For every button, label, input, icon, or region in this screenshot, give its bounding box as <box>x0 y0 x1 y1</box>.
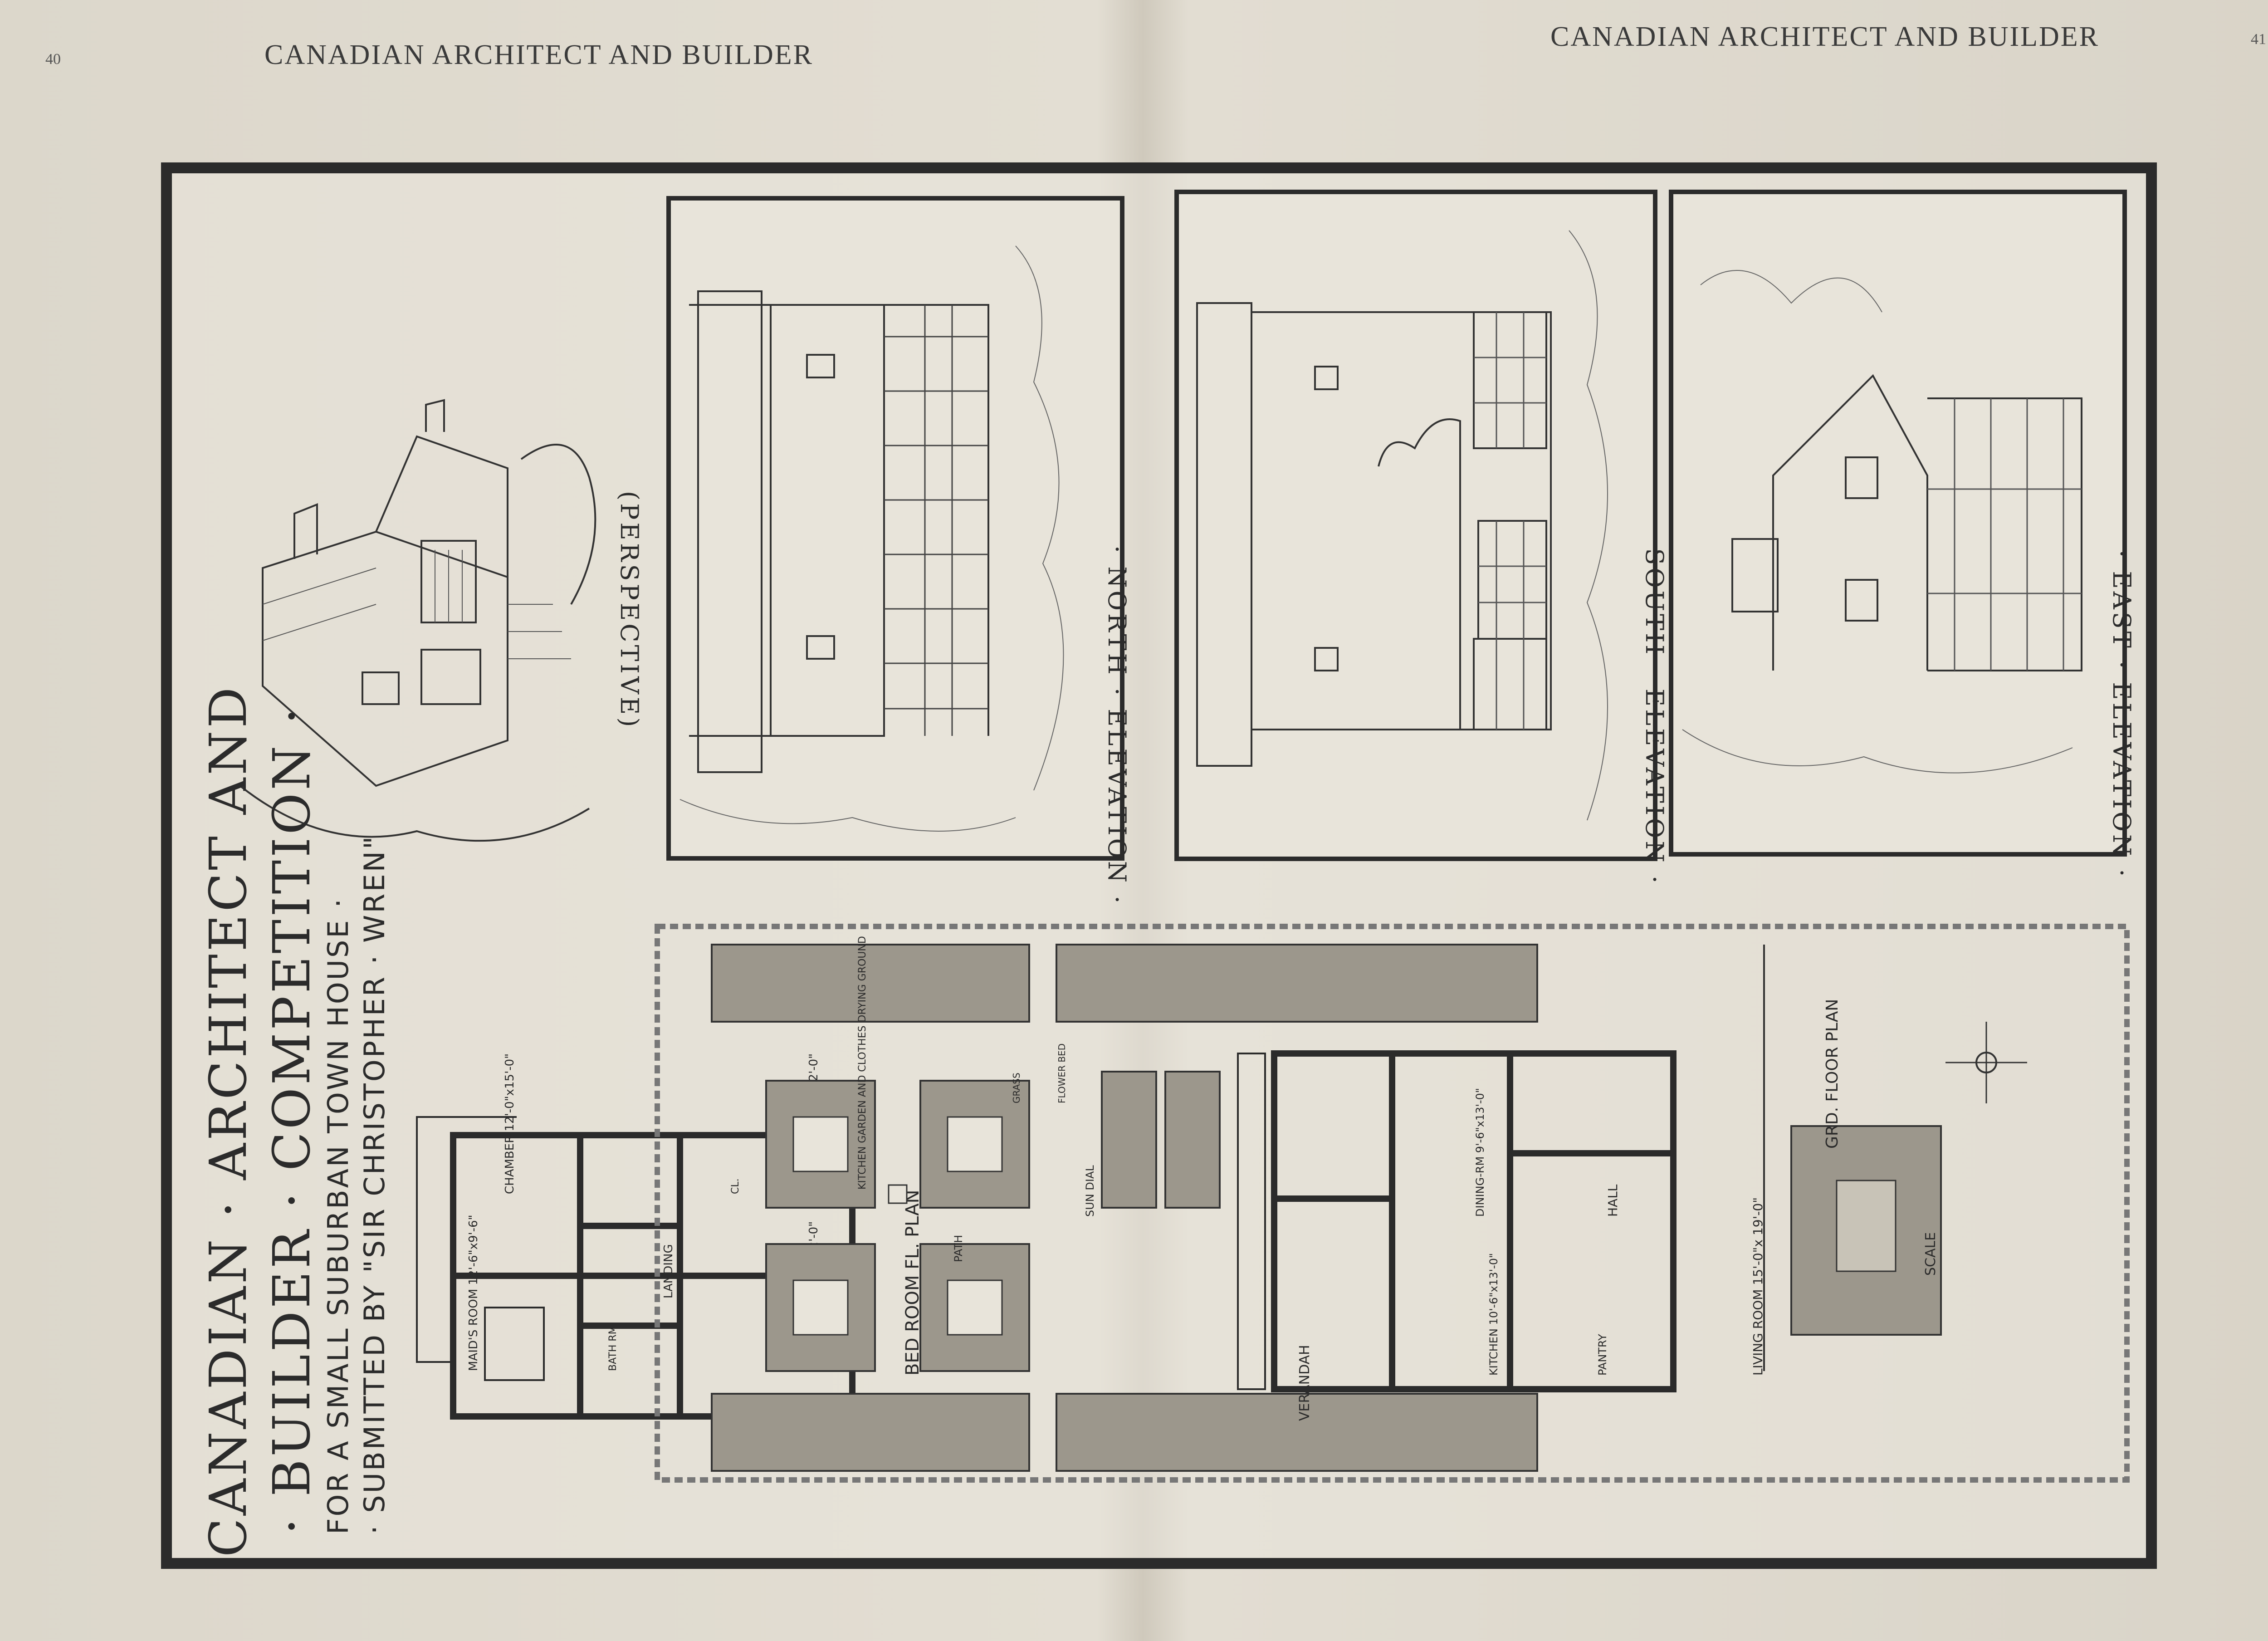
north-elevation-label: · NORTH · ELEVATION · <box>1103 545 1131 906</box>
page-number-left: 40 <box>45 51 61 68</box>
south-elevation-drawing <box>1196 230 1608 821</box>
east-elevation-label: · EAST · ELEVATION · <box>2107 550 2136 880</box>
scale-label: SCALE <box>1923 1232 1939 1276</box>
veranda-label: VERANDAH <box>1297 1345 1313 1421</box>
hall-label: HALL <box>1605 1184 1620 1217</box>
path-label: PATH <box>952 1234 965 1262</box>
running-head-right: CANADIAN ARCHITECT AND BUILDER <box>1550 21 2100 52</box>
north-elevation-panel <box>666 196 1124 861</box>
room-chamber-1: CHAMBER 12'-0"x15'-0" <box>503 1053 517 1194</box>
running-head-left: CANADIAN ARCHITECT AND BUILDER <box>264 39 814 70</box>
room-maids: MAID'S ROOM 12'-6"x9'-6" <box>467 1215 480 1371</box>
ground-plan-title: GRD. FLOOR PLAN <box>1823 999 1842 1149</box>
drawing-plate: (PERSPECTIVE) <box>161 162 2157 1569</box>
page-number-right: 41 <box>2251 31 2266 48</box>
living-room-label: LIVING ROOM 15'-0"x 19'-0" <box>1750 1197 1765 1376</box>
title-line-3: FOR A SMALL SUBURBAN TOWN HOUSE · <box>322 897 355 1534</box>
dining-room-label: DINING-RM 9'-6"x13'-0" <box>1474 1088 1486 1217</box>
title-line-2: · BUILDER · COMPETITION · <box>263 705 322 1534</box>
south-elevation-label: · SOUTH · ELEVATION · <box>1640 527 1669 886</box>
east-elevation-drawing <box>1682 270 2082 774</box>
flower-bed-label: FLOWER BED <box>1056 1043 1067 1103</box>
kitchen-label: KITCHEN 10'-6"x13'-0" <box>1487 1253 1500 1376</box>
south-elevation-panel <box>1174 190 1657 861</box>
sundial-label: SUN DIAL <box>1084 1165 1096 1217</box>
kitchen-garden-label: KITCHEN GARDEN AND CLOTHES DRYING GROUND <box>857 936 868 1190</box>
room-bath: BATH RM <box>607 1326 619 1371</box>
perspective-label: (PERSPECTIVE) <box>615 491 644 730</box>
grass-label: GRASS <box>1011 1073 1022 1103</box>
pantry-label: PANTRY <box>1596 1334 1609 1376</box>
perspective-sketch <box>239 399 596 842</box>
ground-floor-site-plan <box>655 924 2130 1483</box>
east-elevation-panel <box>1669 190 2127 857</box>
north-elevation-drawing <box>679 245 1064 832</box>
title-line-4: · SUBMITTED BY "SIR CHRISTOPHER · WREN" <box>358 834 391 1534</box>
title-line-1: CANADIAN · ARCHITECT AND <box>199 684 258 1557</box>
